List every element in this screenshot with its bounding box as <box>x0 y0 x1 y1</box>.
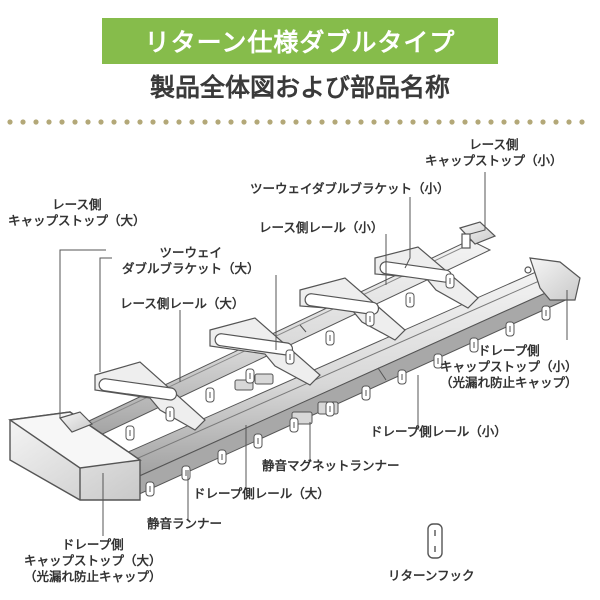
label-twoway-small: ツーウェイダブルブラケット（小） <box>250 181 450 196</box>
divider-dot <box>488 119 494 125</box>
divider-dot <box>228 119 234 125</box>
divider-dot <box>124 119 130 125</box>
runner <box>125 425 135 441</box>
divider-dot <box>150 119 156 125</box>
divider-dot <box>20 119 26 125</box>
divider-dot <box>436 119 442 125</box>
divider-dot <box>202 119 208 125</box>
divider-dot <box>319 119 325 125</box>
runner <box>433 353 443 369</box>
bracket-small-2 <box>374 246 479 309</box>
divider-dot <box>72 119 78 125</box>
divider-dot <box>462 119 468 125</box>
divider-dot <box>111 119 117 125</box>
label-return-hook: リターンフック <box>388 568 475 583</box>
divider-dot <box>449 119 455 125</box>
runner <box>469 337 479 353</box>
label-magnet-runner: 静音マグネットランナー <box>262 458 400 473</box>
bracket-large <box>94 361 206 431</box>
divider-dot <box>579 119 585 125</box>
divider-dot <box>189 119 195 125</box>
divider-dot <box>215 119 221 125</box>
label-lace-cap-large: レース側 キャップストップ（大） <box>8 197 146 228</box>
runner <box>325 401 335 417</box>
runner <box>285 349 295 365</box>
divider-dot <box>46 119 52 125</box>
label-lace-cap-small: レース側 キャップストップ（小） <box>425 137 563 168</box>
divider-dot <box>306 119 312 125</box>
divider-dot <box>540 119 546 125</box>
dotted-divider <box>7 119 585 125</box>
runner <box>397 369 407 385</box>
divider-dot <box>254 119 260 125</box>
divider-dot <box>553 119 559 125</box>
label-lace-rail-small: レース側レール（小） <box>259 220 384 235</box>
page-subtitle: 製品全体図および部品名称 <box>149 73 450 102</box>
runner <box>145 481 155 497</box>
label-twoway-large: ツーウェイ ダブルブラケット（大） <box>122 245 260 276</box>
leader-lines <box>59 172 568 536</box>
runner <box>325 330 335 346</box>
divider-dot <box>7 119 13 125</box>
runner <box>245 368 255 384</box>
divider-dot <box>501 119 507 125</box>
label-lace-rail-large: レース側レール（大） <box>120 296 245 311</box>
label-drape-cap-small: ドレープ側 キャップストップ（小） （光漏れ防止キャップ） <box>440 343 578 390</box>
divider-dot <box>137 119 143 125</box>
divider-dot <box>267 119 273 125</box>
label-silent-runner: 静音ランナー <box>147 516 223 531</box>
divider-dot <box>371 119 377 125</box>
divider-dot <box>241 119 247 125</box>
runner <box>181 465 191 481</box>
return-hook <box>427 523 443 559</box>
drape-cap-stop-large <box>8 411 142 501</box>
runner <box>205 387 215 403</box>
runner <box>253 433 263 449</box>
label-drape-rail-large: ドレープ側レール（大） <box>193 486 330 501</box>
divider-dot <box>293 119 299 125</box>
drape-cap-stop-small <box>524 257 581 301</box>
divider-dot <box>475 119 481 125</box>
runner <box>541 305 551 321</box>
runner <box>361 385 371 401</box>
runner-group <box>125 273 551 497</box>
divider-dot <box>514 119 520 125</box>
divider-dot <box>176 119 182 125</box>
divider-dot <box>358 119 364 125</box>
divider-dot <box>59 119 65 125</box>
runner <box>217 449 227 465</box>
divider-dot <box>527 119 533 125</box>
divider-dot <box>410 119 416 125</box>
title-banner: リターン仕様ダブルタイプ <box>102 18 498 64</box>
lace-cap-stop-small <box>458 221 497 249</box>
runner <box>405 292 415 308</box>
divider-dot <box>332 119 338 125</box>
runner <box>289 417 299 433</box>
divider-dot <box>345 119 351 125</box>
divider-dot <box>33 119 39 125</box>
bracket-large-2 <box>209 317 321 386</box>
label-drape-cap-large: ドレープ側 キャップストップ（大） （光漏れ防止キャップ） <box>24 537 162 584</box>
lace-cap-stop-large <box>58 411 94 433</box>
divider-dot <box>163 119 169 125</box>
divider-dot <box>397 119 403 125</box>
divider-dot <box>566 119 572 125</box>
runner <box>505 321 515 337</box>
runner <box>445 273 455 289</box>
divider-dot <box>384 119 390 125</box>
label-drape-rail-small: ドレープ側レール（小） <box>370 424 507 439</box>
runner <box>365 311 375 327</box>
divider-dot <box>85 119 91 125</box>
page-title: リターン仕様ダブルタイプ <box>144 28 456 57</box>
divider-dot <box>98 119 104 125</box>
bracket-small <box>299 277 406 341</box>
divider-dot <box>280 119 286 125</box>
runner <box>165 406 175 422</box>
divider-dot <box>423 119 429 125</box>
